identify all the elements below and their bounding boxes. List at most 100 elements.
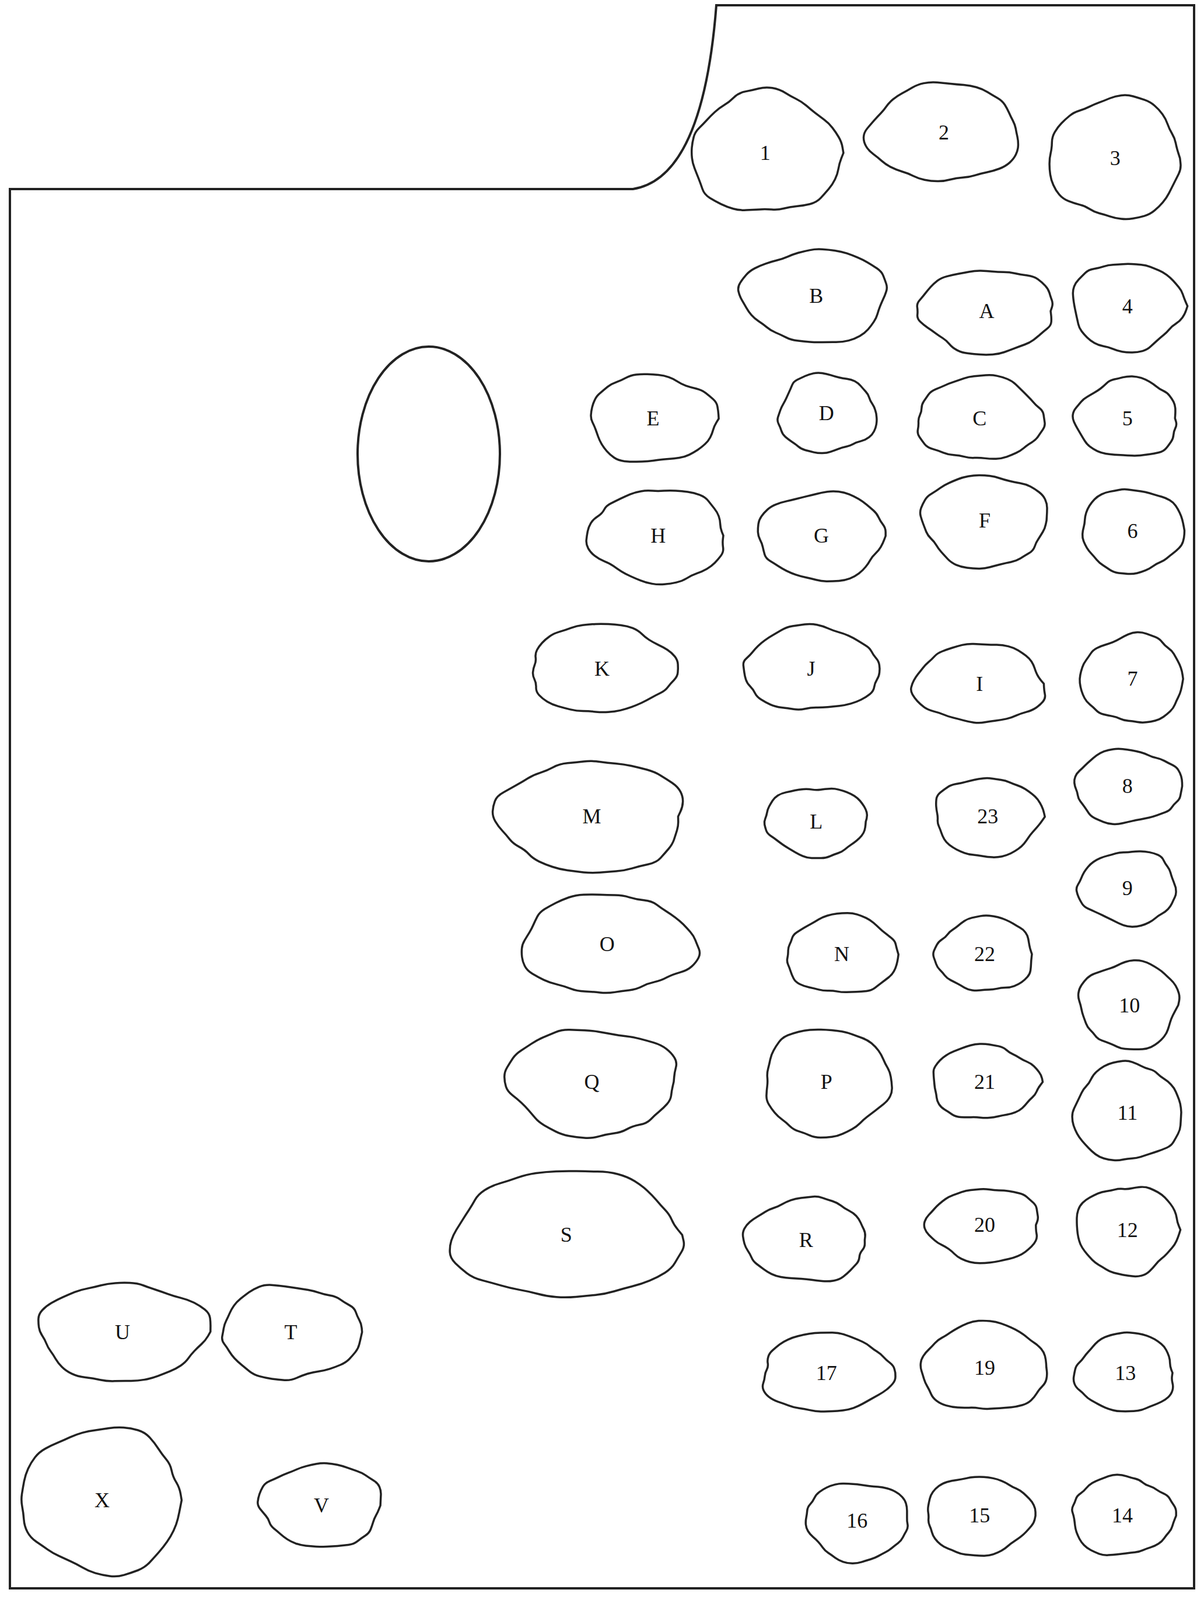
piece-outline-path: [222, 1284, 363, 1380]
pattern-piece: A: [910, 262, 1063, 360]
piece-label: 13: [1114, 1362, 1136, 1384]
pattern-piece: B: [734, 242, 898, 350]
piece-label: U: [114, 1321, 131, 1343]
piece-outline-path: [936, 777, 1045, 857]
piece-label: N: [834, 943, 850, 965]
piece-label: E: [646, 407, 660, 429]
piece-label: 15: [968, 1504, 990, 1526]
pattern-piece: R: [737, 1191, 875, 1288]
pattern-piece: V: [252, 1456, 391, 1554]
piece-outline-path: [757, 491, 886, 581]
piece-label: 3: [1110, 147, 1121, 169]
pattern-piece: 5: [1068, 372, 1186, 464]
piece-label: S: [560, 1223, 573, 1245]
pattern-piece: 1: [681, 84, 850, 222]
piece-label: A: [978, 300, 994, 322]
pattern-piece: 9: [1071, 844, 1184, 931]
pattern-piece: 20: [921, 1181, 1049, 1269]
piece-outline-path: [521, 894, 700, 993]
pattern-piece: 4: [1063, 254, 1192, 357]
piece-outline-path: [911, 644, 1046, 723]
piece-label: H: [650, 525, 666, 546]
pattern-piece: 21: [923, 1038, 1046, 1126]
piece-label: T: [284, 1321, 297, 1343]
piece-label: 19: [974, 1356, 996, 1378]
piece-label: 10: [1118, 994, 1140, 1016]
piece-outline-path: [762, 1332, 896, 1412]
piece-label: P: [820, 1071, 833, 1092]
piece-label: 23: [977, 805, 999, 827]
piece-outline-path: [764, 788, 867, 859]
piece-outline-path: [928, 1476, 1036, 1556]
pattern-piece: 14: [1063, 1469, 1181, 1561]
piece-label: L: [809, 810, 823, 832]
piece-outline-path: [1078, 960, 1180, 1050]
piece-outline-path: [921, 1320, 1048, 1409]
pattern-piece: S: [438, 1163, 694, 1307]
sheet-border: [9, 5, 1195, 1588]
piece-outline-path: [766, 1029, 892, 1138]
pattern-piece: O: [510, 887, 705, 1000]
piece-label: 12: [1117, 1219, 1139, 1241]
piece-label: M: [582, 805, 601, 827]
pattern-piece: 7: [1073, 627, 1192, 730]
piece-outline-path: [492, 760, 684, 873]
piece-outline-path: [1072, 1474, 1176, 1555]
pattern-piece: P: [754, 1020, 898, 1143]
piece-outline-path: [777, 372, 877, 454]
pattern-piece: D: [770, 367, 883, 460]
piece-label: R: [799, 1229, 814, 1251]
piece-outline-path: [743, 623, 881, 710]
piece-label: 6: [1127, 520, 1139, 542]
piece-label: J: [807, 658, 816, 679]
piece-label: 4: [1122, 295, 1133, 317]
pattern-piece: H: [581, 481, 735, 590]
pattern-piece: T: [211, 1278, 370, 1386]
piece-outline-path: [805, 1482, 908, 1563]
pattern-piece: 8: [1066, 742, 1189, 830]
pattern-piece: E: [581, 367, 725, 470]
pattern-piece: 16: [798, 1474, 916, 1567]
piece-label: C: [972, 407, 987, 429]
piece-outline-path: [742, 1196, 866, 1281]
pattern-piece: 22: [928, 910, 1041, 998]
piece-outline-path: [257, 1462, 381, 1546]
piece-label: 8: [1122, 775, 1133, 797]
piece-label: O: [599, 933, 615, 955]
piece-outline-path: [1072, 376, 1177, 456]
piece-outline-path: [590, 373, 719, 462]
oval-hole: [357, 346, 500, 562]
pattern-piece: 13: [1069, 1326, 1182, 1419]
pattern-piece: 19: [912, 1316, 1056, 1419]
piece-outline-path: [1076, 1186, 1181, 1276]
piece-label: B: [809, 285, 824, 307]
piece-label: Q: [583, 1071, 600, 1092]
pattern-piece: 3: [1041, 89, 1190, 227]
piece-label: 7: [1127, 667, 1139, 689]
pattern-piece: G: [750, 484, 894, 587]
piece-label: 11: [1117, 1101, 1138, 1123]
piece-outline-path: [933, 1043, 1043, 1118]
piece-label: X: [94, 1489, 110, 1511]
pattern-piece: 6: [1073, 481, 1192, 579]
pattern-piece: 2: [859, 76, 1029, 189]
piece-label: 16: [846, 1509, 868, 1531]
pattern-piece: 11: [1066, 1055, 1189, 1168]
piece-outline-path: [38, 1282, 211, 1382]
piece-outline-path: [691, 87, 843, 210]
pattern-piece: I: [905, 637, 1054, 730]
piece-outline-path: [1082, 489, 1185, 574]
piece-outline-path: [586, 490, 724, 585]
piece-label: 17: [816, 1362, 838, 1384]
piece-outline-path: [917, 375, 1045, 460]
pattern-piece: M: [487, 752, 697, 881]
piece-outline-path: [917, 270, 1053, 355]
piece-outline-path: [504, 1029, 677, 1138]
piece-label: 22: [974, 943, 996, 965]
piece-outline-path: [1073, 264, 1188, 353]
piece-outline-path: [1072, 1060, 1182, 1161]
pattern-piece: Q: [497, 1020, 687, 1143]
piece-label: 5: [1122, 407, 1133, 429]
